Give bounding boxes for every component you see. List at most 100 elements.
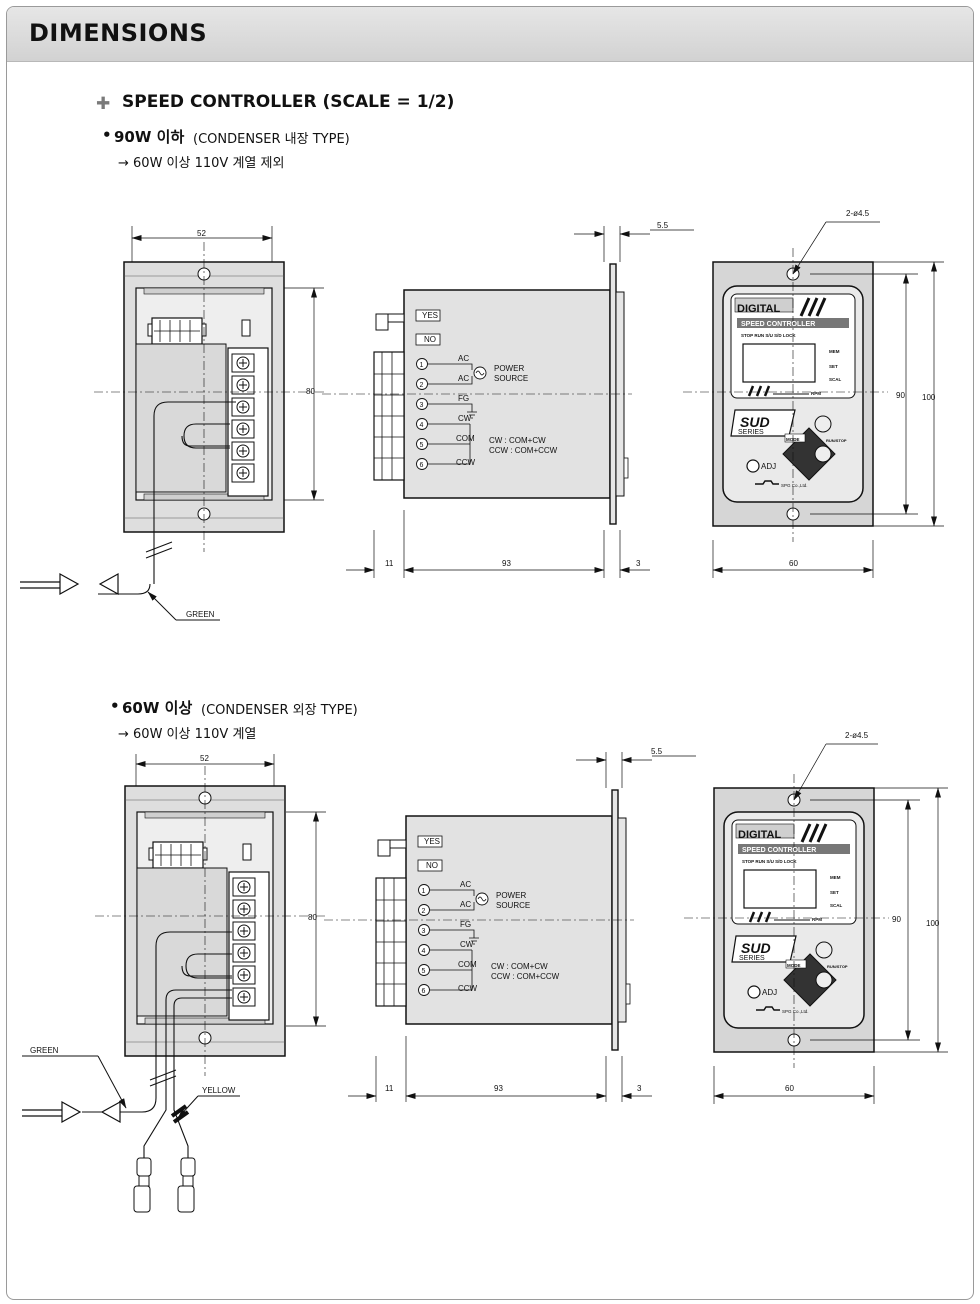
p1-digital: DIGITAL <box>737 303 780 315</box>
p2-dim-3: 3 <box>637 1084 642 1093</box>
p1-dim-hole: 2-ø4.5 <box>846 209 870 218</box>
part2-note: → 60W 이상 110V 계열 <box>118 727 257 742</box>
p1-dim-93: 93 <box>502 559 511 568</box>
p1-n2: 2 <box>420 382 424 389</box>
p1-source: SOURCE <box>494 374 528 383</box>
p1-company: SPG Co.,Ltd. <box>781 483 808 488</box>
p1-green-leader <box>147 591 177 621</box>
p1-n4: 4 <box>420 422 424 429</box>
p1-dim-3: 3 <box>636 559 641 568</box>
p1-speed-controller: SPEED CONTROLLER <box>741 321 815 328</box>
p2-cw-rule: CW : COM+CW <box>491 962 548 971</box>
p1-dim-5-5: 5.5 <box>657 221 669 230</box>
p2-mode: MODE <box>787 963 801 968</box>
p1-adj: ADJ <box>761 462 776 471</box>
p1-yes: YES <box>422 311 438 320</box>
p1-ac1: AC <box>458 354 469 363</box>
p2-fg: FG <box>460 920 471 929</box>
p2-dim-93: 93 <box>494 1084 503 1093</box>
p2-power: POWER <box>496 891 526 900</box>
p2-ind-mem: MEM <box>830 875 841 880</box>
page-frame: DIMENSIONS <box>6 6 974 1300</box>
p1-ind-scal: SCAL <box>829 377 842 382</box>
p1-ccw-rule: CCW : COM+CCW <box>489 446 558 455</box>
p2-adj: ADJ <box>762 988 777 997</box>
p2-ind-set: SET <box>830 890 839 895</box>
p1-front-view <box>681 246 890 544</box>
p1-dim-11: 11 <box>385 559 394 568</box>
p1-wires <box>98 401 236 595</box>
part2-heading-bold: 60W 이상 <box>122 699 193 717</box>
p2-source: SOURCE <box>496 901 530 910</box>
p2-com: COM <box>458 960 477 969</box>
p2-ind-scal: SCAL <box>830 903 843 908</box>
p2-rpm: RPM <box>812 917 822 922</box>
p2-n1: 1 <box>422 888 426 895</box>
p1-power: POWER <box>494 364 524 373</box>
p2-dim-52: 52 <box>200 754 209 763</box>
p2-n2: 2 <box>422 908 426 915</box>
p1-ccw: CCW <box>456 458 476 467</box>
p2-cw: CW <box>460 940 474 949</box>
p2-dim-60: 60 <box>785 1084 794 1093</box>
p2-side-view <box>323 789 635 1051</box>
p1-ind-set: SET <box>829 364 838 369</box>
p1-n5: 5 <box>420 442 424 449</box>
page-title: DIMENSIONS <box>29 19 208 47</box>
p2-dim-100: 100 <box>926 919 940 928</box>
p1-ind-mem: MEM <box>829 349 840 354</box>
p2-front-view <box>682 772 891 1070</box>
p2-ccw: CCW <box>458 984 478 993</box>
section-title: SPEED CONTROLLER (SCALE = 1/2) <box>122 92 455 112</box>
p2-dim-11: 11 <box>385 1084 394 1093</box>
p1-dim-52: 52 <box>197 229 206 238</box>
p2-ccw-rule: CCW : COM+CCW <box>491 972 560 981</box>
p2-n6: 6 <box>422 988 426 995</box>
p1-wire-break <box>145 541 173 559</box>
p2-dim-5-5: 5.5 <box>651 747 663 756</box>
p2-speed-controller: SPEED CONTROLLER <box>742 847 816 854</box>
part1-bullet: • <box>102 126 112 144</box>
p1-ac2: AC <box>458 374 469 383</box>
p1-rpm: RPM <box>811 391 821 396</box>
p2-yellow-label: YELLOW <box>202 1086 236 1095</box>
p1-dim-100: 100 <box>922 393 936 402</box>
p1-run-stop: RUN/STOP <box>826 438 847 443</box>
p1-top-view <box>93 241 325 553</box>
p2-top-view <box>94 765 326 1077</box>
p2-yes: YES <box>424 837 440 846</box>
p2-dim-90: 90 <box>892 915 901 924</box>
p2-series: SERIES <box>739 955 765 962</box>
p2-n3: 3 <box>422 928 426 935</box>
p1-com: COM <box>456 434 475 443</box>
p2-ac1: AC <box>460 880 471 889</box>
p2-dim-80: 80 <box>308 913 317 922</box>
p1-no: NO <box>424 335 436 344</box>
part1-note: → 60W 이상 110V 계열 제외 <box>118 156 285 171</box>
p2-n4: 4 <box>422 948 426 955</box>
p1-wire-connector <box>59 572 119 596</box>
p2-dim-hole: 2-ø4.5 <box>845 731 869 740</box>
p1-dim-60: 60 <box>789 559 798 568</box>
part2-heading-rest: (CONDENSER 외장 TYPE) <box>201 703 358 718</box>
p2-digital: DIGITAL <box>738 829 781 841</box>
part2-bullet: • <box>110 697 120 715</box>
p2-green-label: GREEN <box>30 1046 59 1055</box>
p1-fg: FG <box>458 394 469 403</box>
p2-wire-connector <box>61 1100 121 1124</box>
page-header: DIMENSIONS <box>7 7 973 62</box>
part1-heading-bold: 90W 이하 <box>114 128 185 146</box>
p2-sud: SUD <box>741 940 771 956</box>
p1-n1: 1 <box>420 362 424 369</box>
p2-no: NO <box>426 861 438 870</box>
plus-icon: ✚ <box>96 94 111 114</box>
p2-terminals <box>133 1157 196 1213</box>
p1-green-label: GREEN <box>186 610 215 619</box>
p2-ac2: AC <box>460 900 471 909</box>
p1-series: SERIES <box>738 429 764 436</box>
p2-run-stop: RUN/STOP <box>827 964 848 969</box>
p1-cw: CW <box>458 414 472 423</box>
p1-status-row: STOP RUN S/U S/D LOCK <box>741 333 796 338</box>
p1-n3: 3 <box>420 402 424 409</box>
